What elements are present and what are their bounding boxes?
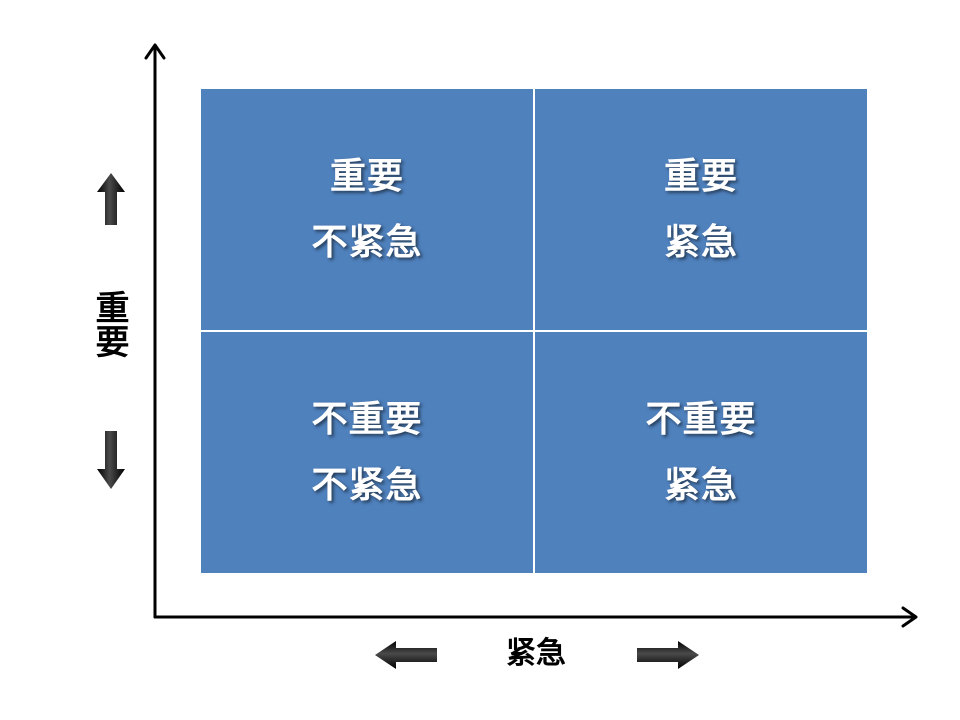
down-arrow-icon [97, 431, 125, 489]
quadrant-not-important-urgent: 不重要 紧急 [534, 331, 867, 573]
quadrant-line-1: 不重要 [311, 398, 423, 440]
x-axis [154, 606, 918, 628]
quadrant-line-1: 不重要 [645, 398, 757, 440]
left-arrow-icon [375, 641, 437, 669]
quadrant-important-urgent: 重要 紧急 [534, 89, 867, 331]
quadrant-not-important-not-urgent: 不重要 不紧急 [201, 331, 534, 573]
x-axis-label: 紧急 [506, 636, 566, 671]
quadrant-line-2: 不紧急 [311, 221, 423, 263]
y-axis [144, 43, 166, 618]
quadrant-line-1: 重要 [329, 155, 404, 197]
quadrant-line-1: 重要 [663, 155, 738, 197]
y-axis-label: 重要 [89, 290, 129, 358]
quadrant-line-2: 不紧急 [311, 464, 423, 506]
up-arrow-icon [97, 173, 125, 225]
right-arrow-icon [637, 641, 699, 669]
quadrant-line-2: 紧急 [663, 464, 738, 506]
quadrant-important-not-urgent: 重要 不紧急 [201, 89, 534, 331]
priority-matrix: 重要 不紧急 重要 紧急 不重要 不紧急 不重要 紧急 [201, 89, 867, 573]
quadrant-line-2: 紧急 [663, 221, 738, 263]
